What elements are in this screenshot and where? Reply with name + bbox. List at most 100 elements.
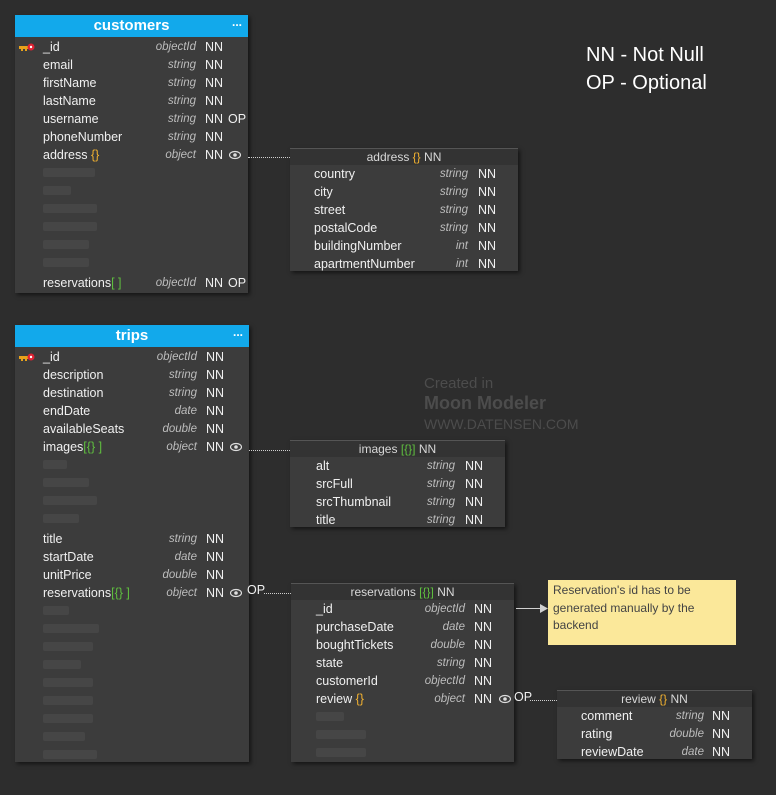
field-row-customers-id[interactable]: _id objectId NN — [15, 38, 248, 56]
field-row-purchaseDate[interactable]: purchaseDate date NN — [291, 618, 514, 636]
field-row-postalCode[interactable]: postalCode string NN — [290, 219, 518, 237]
field-row-destination[interactable]: destination string NN — [15, 384, 249, 402]
field-name: apartmentNumber — [314, 257, 415, 271]
field-op: OP — [228, 276, 247, 290]
placeholder-bar — [316, 712, 344, 721]
eye-icon[interactable] — [229, 150, 241, 160]
field-row-srcFull[interactable]: srcFull string NN — [290, 475, 505, 493]
field-row-reservations[interactable]: reservations[ ] objectId NN OP — [15, 274, 248, 292]
field-row-availableSeats[interactable]: availableSeats double NN — [15, 420, 249, 438]
collapsed-fields-placeholder — [15, 456, 249, 530]
field-nn: NN — [465, 495, 484, 509]
field-row-unitPrice[interactable]: unitPrice double NN — [15, 566, 249, 584]
field-nn: NN — [474, 656, 493, 670]
placeholder-bar — [43, 660, 81, 669]
field-name-text: address — [43, 148, 88, 162]
images-table-nn: NN — [418, 442, 437, 456]
relation-line-reservations — [264, 593, 291, 594]
field-row-state[interactable]: state string NN — [291, 654, 514, 672]
placeholder-bar — [43, 496, 97, 505]
address-table-header[interactable]: address {} NN — [290, 148, 518, 165]
field-row-boughtTickets[interactable]: boughtTickets double NN — [291, 636, 514, 654]
collapsed-fields-placeholder — [291, 708, 514, 760]
images-table-header[interactable]: images [{}] NN — [290, 440, 505, 457]
field-nn: NN — [712, 727, 731, 741]
field-type: string — [439, 168, 468, 180]
field-row-firstName[interactable]: firstName string NN — [15, 74, 248, 92]
trips-table-menu-icon[interactable]: ... — [232, 325, 243, 339]
field-row-review[interactable]: review {} object NN — [291, 690, 514, 708]
trips-table-header[interactable]: trips ... — [15, 325, 249, 347]
field-row-apartmentNumber[interactable]: apartmentNumber int NN — [290, 255, 518, 273]
field-row-reservation-id[interactable]: _id objectId NN — [291, 600, 514, 618]
field-row-email[interactable]: email string NN — [15, 56, 248, 74]
field-row-description[interactable]: description string NN — [15, 366, 249, 384]
field-name: alt — [316, 459, 330, 473]
field-nn: NN — [205, 58, 224, 72]
field-nn: NN — [205, 76, 224, 90]
review-table-header[interactable]: review {} NN — [557, 690, 752, 707]
eye-icon[interactable] — [230, 442, 242, 452]
placeholder-bar — [316, 748, 366, 757]
field-name: reservations[{} ] — [43, 584, 130, 602]
field-nn: NN — [465, 459, 484, 473]
placeholder-bar — [43, 514, 79, 523]
reservations-table-header[interactable]: reservations [{}] NN — [291, 583, 514, 600]
field-row-endDate[interactable]: endDate date NN — [15, 402, 249, 420]
field-row-reviewDate[interactable]: reviewDate date NN — [557, 743, 752, 761]
field-row-startDate[interactable]: startDate date NN — [15, 548, 249, 566]
field-row-phoneNumber[interactable]: phoneNumber string NN — [15, 128, 248, 146]
field-row-address[interactable]: address {} object NN — [15, 146, 248, 164]
field-name: reservations[ ] — [43, 274, 122, 292]
customers-table-header[interactable]: customers ... — [15, 15, 248, 37]
customers-table[interactable]: customers ... _id objectId NN email stri… — [15, 15, 248, 293]
field-row-city[interactable]: city string NN — [290, 183, 518, 201]
field-nn: NN — [205, 130, 224, 144]
field-nn: NN — [465, 513, 484, 527]
field-row-title[interactable]: title string NN — [15, 530, 249, 548]
trips-table[interactable]: trips ... _id objectId NN description st… — [15, 325, 249, 762]
customers-table-menu-icon[interactable]: ... — [231, 15, 242, 29]
field-name: srcThumbnail — [316, 495, 392, 509]
field-name: _id — [43, 40, 60, 54]
field-name: lastName — [43, 94, 96, 108]
eye-icon[interactable] — [499, 694, 511, 704]
field-type: string — [426, 514, 455, 526]
field-row-comment[interactable]: comment string NN — [557, 707, 752, 725]
placeholder-bar — [43, 168, 95, 177]
legend-optional: OP - Optional — [586, 72, 707, 94]
reservations-table[interactable]: reservations [{}] NN _id objectId NN pur… — [291, 583, 514, 762]
field-nn: NN — [478, 239, 497, 253]
field-row-trips-id[interactable]: _id objectId NN — [15, 348, 249, 366]
field-row-customerId[interactable]: customerId objectId NN — [291, 672, 514, 690]
field-type: string — [439, 204, 468, 216]
field-row-trip-reservations[interactable]: reservations[{} ] object NN — [15, 584, 249, 602]
field-name: street — [314, 203, 346, 217]
field-row-lastName[interactable]: lastName string NN — [15, 92, 248, 110]
review-table[interactable]: review {} NN comment string NN rating do… — [557, 690, 752, 759]
field-type: string — [167, 131, 196, 143]
eye-icon[interactable] — [230, 588, 242, 598]
sticky-note-text: Reservation's id has to be generated man… — [553, 583, 695, 632]
field-row-image-title[interactable]: title string NN — [290, 511, 505, 529]
field-row-username[interactable]: username string NN OP — [15, 110, 248, 128]
field-nn: NN — [474, 620, 493, 634]
customers-table-title: customers — [93, 17, 170, 34]
field-row-country[interactable]: country string NN — [290, 165, 518, 183]
field-name: boughtTickets — [316, 638, 394, 652]
field-row-srcThumbnail[interactable]: srcThumbnail string NN — [290, 493, 505, 511]
sticky-note[interactable]: Reservation's id has to be generated man… — [548, 580, 736, 645]
field-name: startDate — [43, 550, 94, 564]
placeholder-bar — [43, 240, 89, 249]
field-type: int — [455, 258, 468, 270]
images-table[interactable]: images [{}] NN alt string NN srcFull str… — [290, 440, 505, 527]
field-nn: NN — [478, 203, 497, 217]
field-row-alt[interactable]: alt string NN — [290, 457, 505, 475]
placeholder-bar — [43, 460, 67, 469]
field-row-rating[interactable]: rating double NN — [557, 725, 752, 743]
field-row-images[interactable]: images[{} ] object NN — [15, 438, 249, 456]
field-row-buildingNumber[interactable]: buildingNumber int NN — [290, 237, 518, 255]
field-row-street[interactable]: street string NN — [290, 201, 518, 219]
address-table[interactable]: address {} NN country string NN city str… — [290, 148, 518, 271]
field-type: string — [439, 222, 468, 234]
